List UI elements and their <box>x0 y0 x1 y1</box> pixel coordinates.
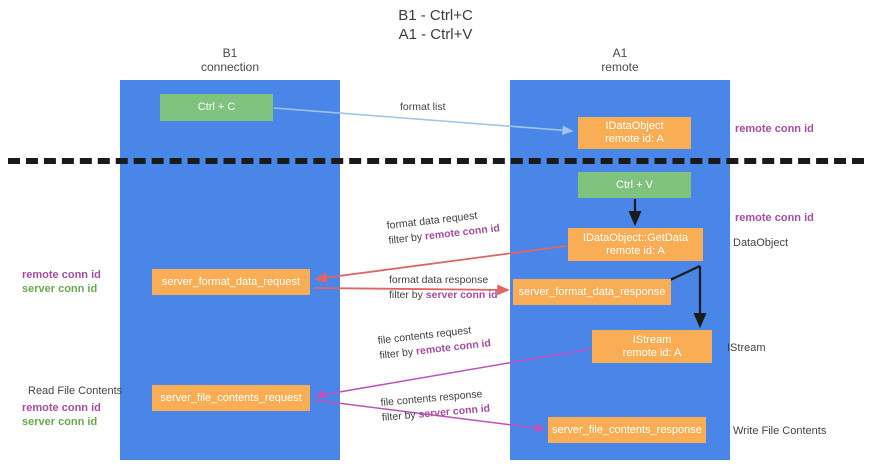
edge-label-file-contents-request: file contents request filter by remote c… <box>377 321 492 363</box>
node-idataobject[interactable]: IDataObject remote id: A <box>578 117 691 149</box>
side-label-remote-conn-id-mid-text: remote conn id <box>735 212 814 224</box>
swimlane-b1-name: B1 <box>222 46 238 60</box>
node-server-format-data-request[interactable]: server_format_data_request <box>152 269 310 295</box>
node-ctrl-c-label: Ctrl + C <box>197 101 236 113</box>
title-line-1: B1 - Ctrl+C <box>398 7 473 24</box>
side-label-read-file-contents: Read File Contents <box>28 384 122 398</box>
edge-label-format-data-response-text: format data response <box>389 274 489 286</box>
swimlane-b1-header: B1 connection <box>120 46 340 74</box>
edge-label-file-contents-response-prefix: filter by <box>381 408 420 424</box>
side-label-remote-conn-id-mid: remote conn id <box>735 211 814 225</box>
node-ctrl-c[interactable]: Ctrl + C <box>160 94 273 121</box>
node-idataobject-line1: IDataObject <box>605 120 664 132</box>
side-label-istream: IStream <box>727 341 766 355</box>
edge-label-format-data-response-key: server conn id <box>425 289 498 301</box>
side-label-write-file-contents: Write File Contents <box>733 424 826 438</box>
side-label-remote-conn-id-left-mid: remote conn id <box>22 269 101 281</box>
node-getdata-line1: IDataObject::GetData <box>582 231 689 244</box>
node-ctrl-v-label: Ctrl + V <box>616 178 653 191</box>
node-server-file-contents-request[interactable]: server_file_contents_request <box>152 385 310 411</box>
edge-label-format-list-text: format list <box>400 101 446 113</box>
side-label-write-file-contents-text: Write File Contents <box>733 425 827 437</box>
title-line-2: A1 - Ctrl+V <box>398 26 473 43</box>
node-server-format-data-response[interactable]: server_format_data_response <box>513 279 671 305</box>
node-getdata[interactable]: IDataObject::GetData remote id: A <box>568 228 703 261</box>
node-istream[interactable]: IStream remote id: A <box>592 330 712 363</box>
edge-label-format-data-request-prefix: filter by <box>387 230 426 247</box>
node-idataobject-line2: remote id: A <box>605 133 664 145</box>
node-getdata-line2: remote id: A <box>606 244 665 257</box>
side-label-remote-conn-id-top-text: remote conn id <box>735 123 814 135</box>
side-label-server-conn-id-left-mid: server conn id <box>22 283 98 295</box>
side-label-conn-ids-bottom: remote conn id server conn id <box>22 401 101 429</box>
phase-divider <box>8 158 864 164</box>
side-label-istream-text: IStream <box>727 342 766 354</box>
node-ctrl-v[interactable]: Ctrl + V <box>578 172 691 198</box>
side-label-conn-ids-mid: remote conn id server conn id <box>22 268 101 296</box>
node-server-file-contents-request-label: server_file_contents_request <box>160 391 302 404</box>
node-server-format-data-response-label: server_format_data_response <box>518 285 666 298</box>
node-istream-line1: IStream <box>632 333 672 346</box>
swimlane-a1-sub: remote <box>601 60 639 74</box>
swimlane-a1-name: A1 <box>612 46 628 60</box>
node-istream-line2: remote id: A <box>622 346 682 359</box>
side-label-dataobject: DataObject <box>733 236 788 250</box>
edge-label-file-contents-request-prefix: filter by <box>378 345 417 362</box>
side-label-dataobject-text: DataObject <box>733 237 789 249</box>
edge-label-format-data-response-prefix: filter by <box>389 289 426 301</box>
side-label-server-conn-id-left-bottom: server conn id <box>22 416 98 428</box>
node-server-format-data-request-label: server_format_data_request <box>161 275 301 288</box>
swimlane-a1-header: A1 remote <box>510 46 730 74</box>
node-server-file-contents-response-label: server_file_contents_response <box>552 423 702 436</box>
node-server-file-contents-response[interactable]: server_file_contents_response <box>548 417 706 443</box>
side-label-remote-conn-id-top: remote conn id <box>735 122 814 136</box>
edge-label-file-contents-response: file contents response filter by server … <box>380 387 491 426</box>
edge-label-format-data-response: format data response filter by server co… <box>389 273 498 303</box>
swimlane-b1-sub: connection <box>200 60 260 74</box>
page-title: B1 - Ctrl+C A1 - Ctrl+V <box>0 6 871 44</box>
edge-label-format-data-request: format data request filter by remote con… <box>386 206 501 248</box>
side-label-read-file-contents-text: Read File Contents <box>28 385 123 397</box>
side-label-remote-conn-id-left-bottom: remote conn id <box>22 402 101 414</box>
edge-label-format-list: format list <box>400 100 446 115</box>
